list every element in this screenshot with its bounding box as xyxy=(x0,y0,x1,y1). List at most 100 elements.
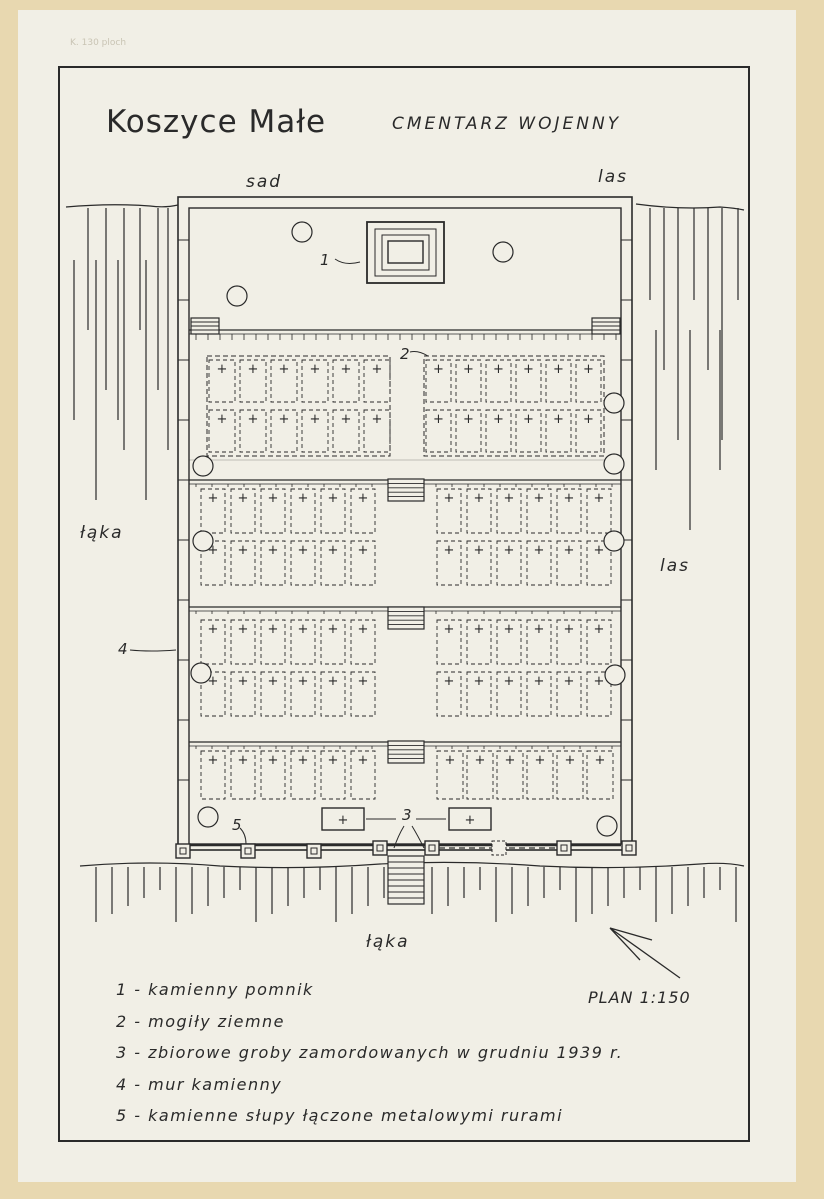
grave-plot xyxy=(230,671,256,717)
grave-cross: + xyxy=(279,412,290,427)
grave-plot xyxy=(320,540,346,586)
grave-plot xyxy=(230,488,256,534)
grave-cross: + xyxy=(248,362,259,377)
grave-cross: + xyxy=(583,412,594,427)
grave-plot xyxy=(496,488,522,534)
tree xyxy=(192,530,214,552)
grave-cross: + xyxy=(268,674,279,689)
grave-cross: + xyxy=(341,412,352,427)
tree xyxy=(604,664,626,686)
grave-plot xyxy=(496,619,522,665)
grave-plot xyxy=(526,750,554,800)
grave-plot xyxy=(496,750,524,800)
grave-plot xyxy=(270,359,298,403)
grave-plot xyxy=(515,409,542,453)
grave-cross: + xyxy=(444,491,455,506)
grave-cross: + xyxy=(504,491,515,506)
grave-cross: + xyxy=(564,674,575,689)
grave-cross: + xyxy=(474,622,485,637)
missing-post xyxy=(491,840,507,856)
grave-cross: + xyxy=(328,753,339,768)
grave-cross: + xyxy=(358,622,369,637)
grave-cross: + xyxy=(474,491,485,506)
label-forest-right: las xyxy=(660,556,690,576)
grave-cross: + xyxy=(298,753,309,768)
grave-plot xyxy=(526,488,552,534)
grave-plot xyxy=(466,619,492,665)
grave-plot xyxy=(230,540,256,586)
grave-cross: + xyxy=(328,491,339,506)
grave-cross: + xyxy=(504,543,515,558)
grave-plot xyxy=(515,359,542,403)
grave-plot xyxy=(200,750,226,800)
grave-plot xyxy=(526,540,552,586)
monument-top xyxy=(387,240,424,264)
grave-plot xyxy=(556,619,582,665)
grave-cross: + xyxy=(493,412,504,427)
grave-cross: + xyxy=(564,543,575,558)
grave-plot xyxy=(556,750,584,800)
grave-cross: + xyxy=(595,753,606,768)
legend-item: 4 - mur kamienny xyxy=(116,1075,283,1094)
tree xyxy=(596,815,618,837)
stone-post-core xyxy=(428,844,436,852)
grave-plot xyxy=(332,359,360,403)
grave-cross: + xyxy=(583,362,594,377)
grave-cross: + xyxy=(238,491,249,506)
stone-post xyxy=(175,843,191,859)
stone-post-core xyxy=(376,844,384,852)
grave-plot xyxy=(586,540,612,586)
grave-cross: + xyxy=(279,362,290,377)
grave-group xyxy=(423,355,605,457)
grave-cross: + xyxy=(328,543,339,558)
tree xyxy=(190,662,212,684)
label-forest-top: las xyxy=(598,167,628,187)
drawing-frame xyxy=(58,66,750,1142)
grave-cross: + xyxy=(594,491,605,506)
grave-plot xyxy=(575,409,602,453)
grave-cross: + xyxy=(208,753,219,768)
mass-grave-cross: + xyxy=(338,813,349,828)
stone-post xyxy=(621,840,637,856)
grave-cross: + xyxy=(463,362,474,377)
grave-plot xyxy=(363,409,391,453)
grave-cross: + xyxy=(474,543,485,558)
grave-cross: + xyxy=(534,622,545,637)
grave-plot xyxy=(239,409,267,453)
grave-plot xyxy=(425,409,452,453)
grave-cross: + xyxy=(341,362,352,377)
legend-item: 2 - mogiły ziemne xyxy=(116,1012,286,1031)
grave-cross: + xyxy=(358,491,369,506)
grave-cross: + xyxy=(298,543,309,558)
grave-plot xyxy=(575,359,602,403)
grave-cross: + xyxy=(268,491,279,506)
legend-item: 3 - zbiorowe groby zamordowanych w grudn… xyxy=(116,1043,624,1062)
grave-cross: + xyxy=(298,491,309,506)
grave-cross: + xyxy=(534,674,545,689)
monument-tier xyxy=(374,228,437,277)
grave-plot xyxy=(466,488,492,534)
grave-cross: + xyxy=(553,412,564,427)
grave-cross: + xyxy=(504,674,515,689)
north-arrow xyxy=(609,927,681,979)
tree xyxy=(226,285,248,307)
grave-plot xyxy=(320,619,346,665)
grave-cross: + xyxy=(208,622,219,637)
grave-plot xyxy=(350,750,376,800)
grave-cross: + xyxy=(372,362,383,377)
grave-plot xyxy=(496,671,522,717)
grave-plot xyxy=(290,488,316,534)
grave-plot xyxy=(290,750,316,800)
grave-cross: + xyxy=(328,674,339,689)
leader-line xyxy=(393,825,425,849)
mass-grave xyxy=(321,807,365,831)
forest-edge xyxy=(635,203,745,211)
grave-cross: + xyxy=(445,753,456,768)
legend-item: 5 - kamienne słupy łączone metalowymi ru… xyxy=(116,1106,564,1125)
grave-cross: + xyxy=(564,622,575,637)
grave-cross: + xyxy=(474,674,485,689)
grave-cross: + xyxy=(238,543,249,558)
grave-cross: + xyxy=(268,622,279,637)
grave-plot xyxy=(320,671,346,717)
grave-plot xyxy=(350,619,376,665)
